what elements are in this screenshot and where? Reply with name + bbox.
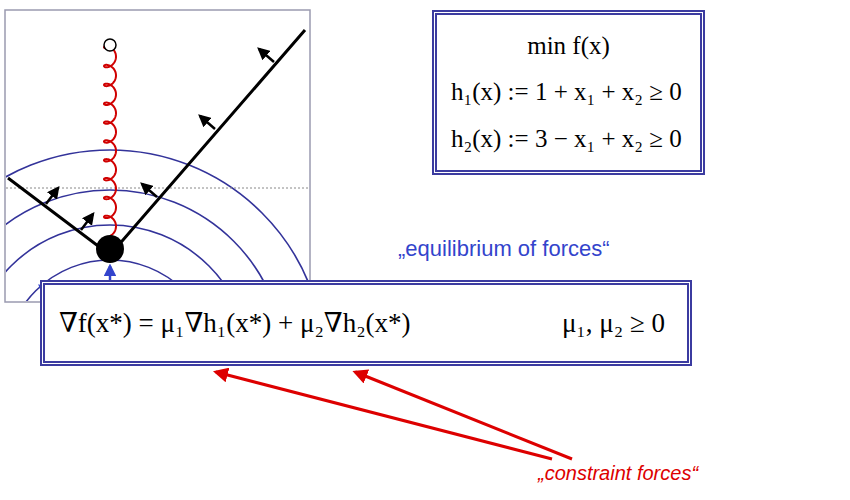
normal-arrow: [46, 188, 58, 204]
annotation: „equilibrium of forces“: [398, 236, 610, 262]
normal-arrows: [46, 49, 274, 230]
dotted-line: [6, 188, 309, 189]
equilibrium-equation: ∇f(x*) = μ₁∇h₁(x*) + μ₂∇h₂(x*): [59, 307, 411, 339]
constraint-lines: [8, 30, 305, 255]
spring: [104, 46, 116, 236]
constraint-text: h₁(x) := 1 + x₁ + x₂ ≥ 0: [451, 78, 686, 106]
normal-arrow: [259, 49, 274, 62]
level-sets: [6, 30, 309, 301]
normal-arrow: [142, 184, 157, 197]
constraint-text: h₂(x) := 3 − x₁ + x₂ ≥ 0: [451, 125, 686, 153]
ball: [96, 235, 124, 263]
normal-arrow: [81, 214, 93, 230]
equation-box: ∇f(x*) = μ₁∇h₁(x*) + μ₂∇h₂(x*) μ₁, μ₂ ≥ 0: [40, 280, 692, 366]
objective-text: min f(x): [451, 32, 686, 60]
leader-arrow: [355, 372, 572, 459]
multiplier-condition: μ₁, μ₂ ≥ 0: [562, 308, 665, 339]
annotation: „constraint forces“: [538, 462, 698, 485]
level-circle: [6, 150, 309, 301]
normal-arrow: [200, 116, 215, 129]
anchor-point: [104, 39, 116, 51]
problem-box: min f(x) h₁(x) := 1 + x₁ + x₂ ≥ 0 h₂(x) :=…: [432, 10, 705, 175]
